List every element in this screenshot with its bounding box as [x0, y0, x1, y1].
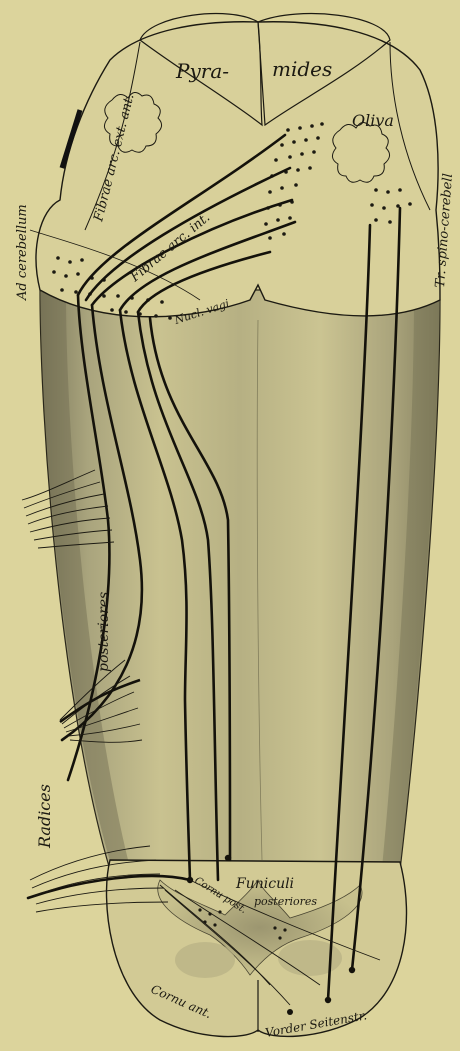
label-radices: Radices [35, 784, 54, 849]
label-pyramides-left: Pyra- [175, 59, 229, 83]
label-posteriores: posteriores [96, 592, 112, 672]
label-pyramides-right: mides [272, 57, 332, 81]
label-oliva: Oliva [352, 111, 394, 130]
label-funiculi-posteriores: posteriores [254, 895, 317, 908]
anterior-horn-left [175, 942, 235, 978]
label-ad-cerebellum: Ad cerebellum [15, 204, 30, 301]
label-funiculi: Funiculi [235, 876, 294, 892]
